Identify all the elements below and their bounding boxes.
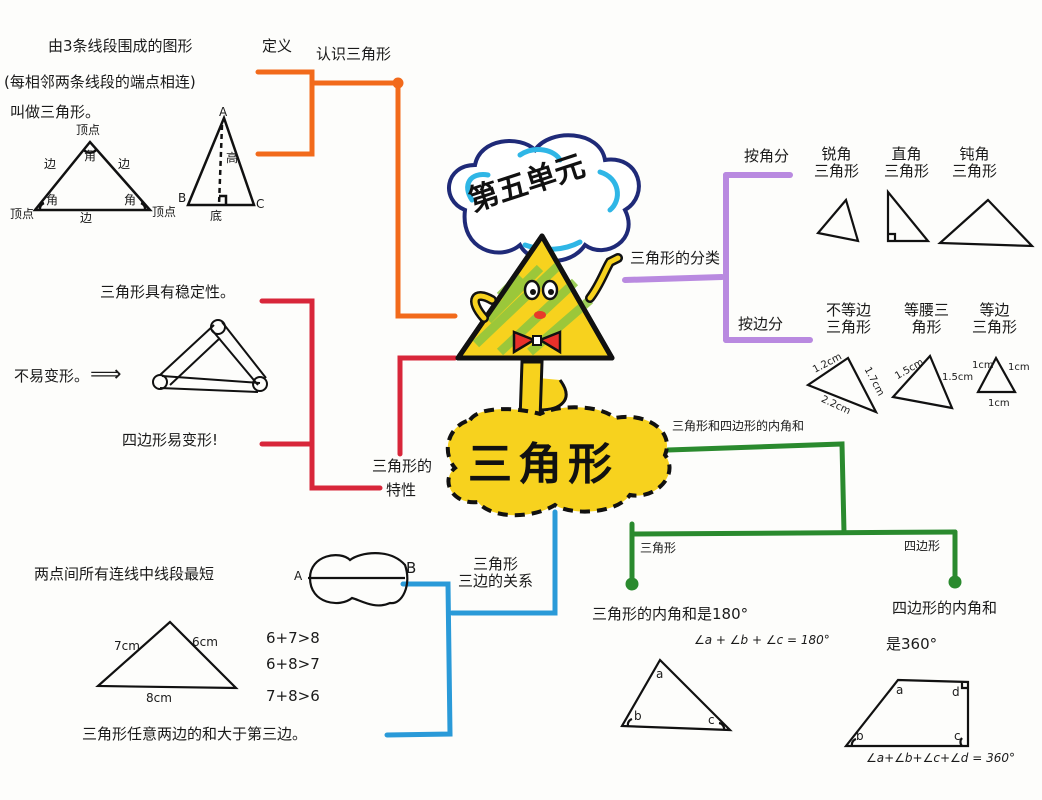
right-type: 直角三角形	[884, 145, 930, 181]
isosceles-side-2: 1.5cm	[942, 372, 974, 383]
parts-triangle	[32, 140, 153, 212]
sum-triangle	[620, 658, 733, 732]
red-connector	[259, 298, 458, 491]
quad-angle-d: d	[952, 685, 960, 699]
obtuse-type: 钝角三角形	[952, 145, 998, 181]
topic-blob	[445, 405, 672, 518]
edge-label-left: 边	[44, 157, 57, 171]
tri-angle-c: c	[708, 713, 715, 727]
shortest-path-figure	[308, 552, 409, 607]
side-6cm: 6cm	[192, 635, 218, 649]
scalene-type: 不等边三角形	[826, 301, 872, 337]
quad-sum-statement-1: 四边形的内角和	[892, 599, 998, 617]
triangle-sum-formula: ∠a + ∠b + ∠c = 180°	[694, 633, 830, 647]
angle-triangles	[815, 188, 1035, 248]
angle-label-top: 角	[84, 149, 97, 163]
triangle-mascot	[455, 233, 623, 422]
angle-label-left: 角	[46, 193, 59, 207]
equilateral-side-2: 1cm	[1008, 362, 1030, 373]
sides-triangle	[95, 620, 239, 690]
vertex-label-right: 顶点	[152, 205, 177, 219]
equilateral-type: 等边三角形	[972, 301, 1018, 337]
by-angle-label: 按角分	[744, 147, 790, 165]
quad-sum-formula: ∠a+∠b+∠c+∠d = 360°	[866, 751, 1015, 765]
vertex-label-left: 顶点	[10, 207, 35, 221]
purple-connector	[622, 172, 813, 343]
unit-cloud	[447, 133, 641, 264]
definition-line-1: 由3条线段围成的图形	[48, 37, 193, 55]
definition-line-2: (每相邻两条线段的端点相连)	[4, 73, 196, 91]
branch-classification-label: 三角形的分类	[630, 249, 721, 267]
sum-quadrilateral	[843, 678, 970, 748]
point-a: A	[294, 569, 303, 583]
height-triangle	[186, 114, 256, 207]
stability-text: 三角形具有稳定性。	[100, 283, 236, 301]
edge-label-bottom: 边	[80, 211, 93, 225]
triangle-sub-label: 三角形	[640, 541, 677, 555]
branch-sides-label: 三角形三边的关系	[458, 555, 534, 591]
quad-angle-a: a	[896, 683, 904, 697]
side-triangles	[805, 353, 1017, 415]
height-label: 高	[226, 151, 239, 165]
branch-recognize-label: 认识三角形	[316, 45, 392, 63]
triangle-sum-statement: 三角形的内角和是180°	[592, 605, 749, 623]
definition-tag: 定义	[262, 37, 293, 55]
isosceles-type: 等腰三角形	[904, 301, 950, 337]
equilateral-side-1: 1cm	[972, 360, 994, 371]
blue-connector	[384, 509, 558, 738]
quad-sub-label: 四边形	[904, 539, 941, 553]
point-b-label: B	[178, 191, 187, 205]
definition-line-3: 叫做三角形。	[10, 103, 101, 121]
branch-properties-label-1: 三角形的	[372, 457, 433, 475]
quad-sum-statement-2: 是360°	[886, 635, 938, 653]
tri-angle-b: b	[634, 709, 642, 723]
tri-angle-a: a	[656, 667, 664, 681]
base-label: 底	[210, 209, 223, 223]
implies-arrow-icon: ⟹	[90, 362, 122, 387]
quad-angle-c: c	[954, 729, 961, 743]
angle-label-right: 角	[124, 193, 137, 207]
sides-conclusion: 三角形任意两边的和大于第三边。	[82, 725, 308, 743]
acute-type: 锐角三角形	[814, 145, 860, 181]
quad-deform-text: 四边形易变形!	[122, 431, 219, 449]
side-7cm: 7cm	[114, 639, 140, 653]
branch-angle-sum-label: 三角形和四边形的内角和	[672, 419, 805, 433]
stability-triangle	[152, 319, 268, 393]
shortest-path-text: 两点间所有连线中线段最短	[34, 565, 215, 583]
equilateral-side-3: 1cm	[988, 398, 1010, 409]
not-deform-text: 不易变形。	[14, 367, 90, 385]
point-b: B	[406, 559, 417, 577]
orange-connector	[255, 69, 458, 319]
quad-angle-b: b	[856, 729, 864, 743]
edge-label-right: 边	[118, 157, 131, 171]
inequality-1: 6+7>8	[266, 629, 320, 647]
branch-properties-label-2: 特性	[386, 481, 417, 499]
inequality-2: 6+8>7	[266, 655, 320, 673]
inequality-3: 7+8>6	[266, 687, 320, 705]
by-side-label: 按边分	[738, 315, 784, 333]
point-a-label: A	[219, 105, 228, 119]
point-c-label: C	[256, 197, 265, 211]
vertex-label-top: 顶点	[76, 123, 101, 137]
side-8cm: 8cm	[146, 691, 172, 705]
green-connector	[625, 441, 962, 591]
central-topic: 三角形	[468, 439, 618, 490]
